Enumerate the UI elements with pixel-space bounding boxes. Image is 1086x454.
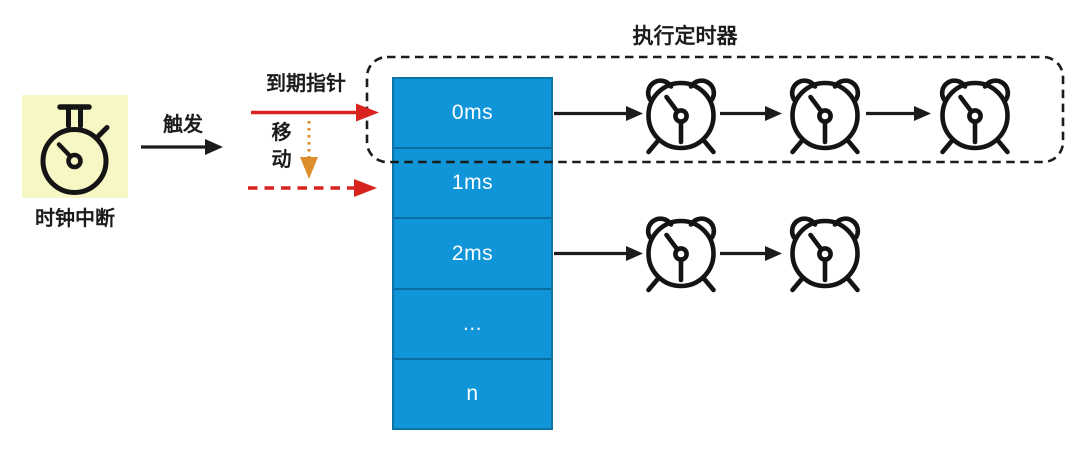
wheel-cell-ellipsis: ...: [394, 290, 551, 360]
list-arrow-0ms-3: [866, 106, 931, 121]
move-label: 移动: [271, 122, 292, 171]
alarm-clock-icon: [942, 81, 1008, 152]
clock-interrupt-box: [22, 95, 128, 198]
expiry-pointer-arrow: [251, 103, 379, 122]
moved-pointer-arrow: [248, 179, 377, 197]
list-arrow-0ms-1: [554, 106, 643, 121]
alarm-clock-icon: [648, 219, 714, 290]
wheel-cell-n: n: [394, 360, 551, 428]
wheel-cell-label: n: [466, 381, 479, 405]
trigger-label: 触发: [163, 114, 203, 136]
alarm-clock-icon: [792, 81, 858, 152]
wheel-cell-label: 2ms: [451, 241, 494, 265]
trigger-arrow: [141, 139, 223, 155]
list-arrow-0ms-2: [720, 106, 782, 121]
execute-timers-title: 执行定时器: [632, 25, 738, 48]
wheel-cell-1ms: 1ms: [394, 149, 551, 220]
wheel-cell-2ms: 2ms: [394, 219, 551, 290]
wheel-cell-label: 0ms: [451, 101, 494, 125]
list-arrow-2ms-2: [720, 246, 782, 261]
alarm-clock-icon: [792, 219, 858, 290]
wheel-cell-label: ...: [462, 311, 482, 335]
wheel-cell-0ms: 0ms: [394, 79, 551, 150]
alarm-clock-icon: [648, 81, 714, 152]
clock-interrupt-label: 时钟中断: [35, 208, 115, 230]
list-arrow-2ms-1: [554, 246, 643, 261]
wheel-cell-label: 1ms: [451, 171, 494, 195]
expiry-pointer-label: 到期指针: [266, 73, 346, 95]
move-arrow: [300, 121, 318, 179]
stopwatch-icon: [40, 104, 110, 195]
timer-wheel-array: 0ms 1ms 2ms ... n: [392, 77, 553, 430]
